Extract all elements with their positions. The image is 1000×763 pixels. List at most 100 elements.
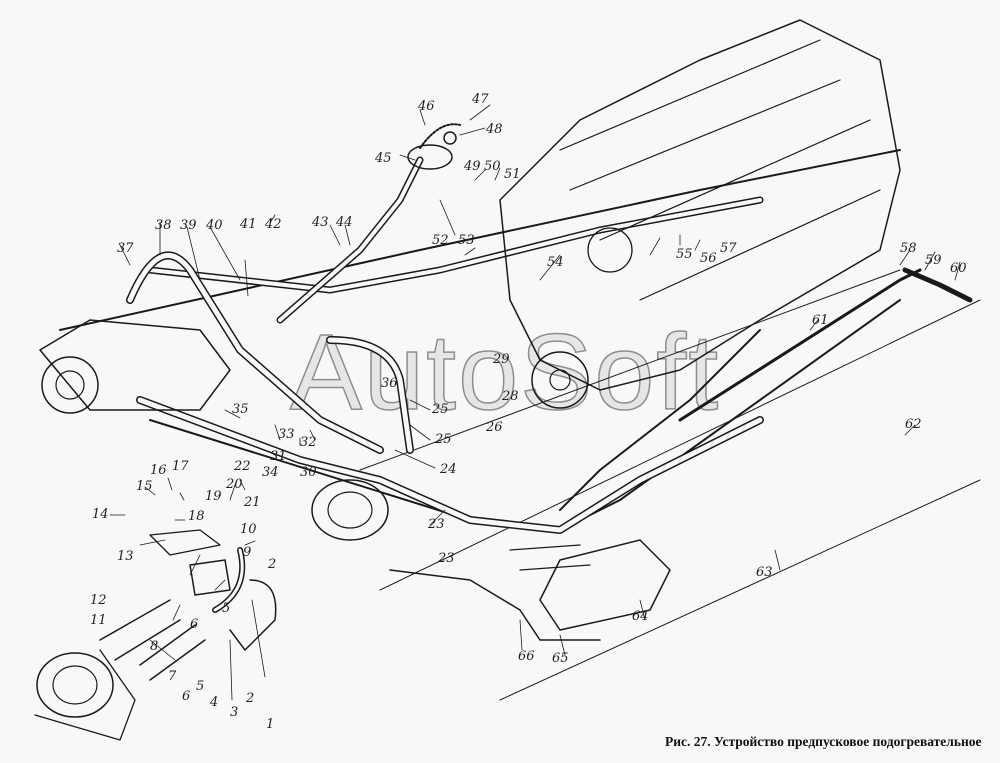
part-label-58: 58: [900, 241, 917, 256]
part-label-30: 30: [300, 465, 317, 480]
heater-burner: [41, 356, 99, 414]
part-label-22: 22: [233, 459, 251, 474]
part-label-60: 60: [950, 261, 967, 276]
part-label-13: 13: [117, 549, 134, 564]
part-label-43: 43: [311, 215, 329, 230]
part-label-42: 42: [264, 217, 282, 232]
water-pump-hub: [549, 369, 571, 391]
part-label-31: 31: [270, 449, 287, 464]
mount-plates-65: [509, 544, 591, 571]
water-pump-pulley: [531, 351, 589, 409]
bracket-13: [149, 529, 221, 556]
frame-rail-lower: [149, 299, 901, 531]
part-label-2: 2: [245, 691, 254, 706]
part-label-11: 11: [90, 613, 107, 628]
hose-7: [139, 624, 206, 681]
part-label-49: 49: [463, 159, 481, 174]
part-label-15: 15: [136, 479, 153, 494]
part-label-9: 9: [243, 545, 251, 560]
pipe-44: [276, 156, 424, 324]
part-label-33: 33: [278, 427, 295, 442]
part-label-32: 32: [300, 435, 317, 450]
part-label-28: 28: [501, 389, 519, 404]
part-label-35: 35: [232, 402, 249, 417]
coolant-pipe-39-inner: [148, 198, 762, 292]
part-label-44: 44: [335, 215, 353, 230]
figure-caption: Рис. 27. Устройство предпусковое подогре…: [665, 734, 982, 749]
fuel-line-67: [389, 569, 601, 641]
part-label-41: 41: [239, 217, 257, 232]
part-label-48: 48: [485, 122, 503, 137]
part-label-63: 63: [756, 565, 773, 580]
part-label-65: 65: [552, 651, 569, 666]
part-label-36: 36: [381, 376, 398, 391]
part-label-4: 4: [209, 695, 218, 710]
leader-lines: [109, 104, 961, 701]
part-label-67: 67: [0, 0, 17, 4]
part-label-14: 14: [92, 507, 109, 522]
part-label-23: 23: [437, 551, 455, 566]
pump-motor-exploded: [36, 652, 114, 718]
drain-tap-59: [902, 267, 973, 303]
part-label-17: 17: [172, 459, 189, 474]
part-label-3: 3: [230, 705, 238, 720]
engine-valve-covers: [559, 39, 881, 301]
part-label-66: 66: [518, 649, 535, 664]
part-label-7: 7: [168, 669, 177, 684]
part-label-29: 29: [492, 352, 510, 367]
part-label-18: 18: [188, 509, 205, 524]
part-label-21: 21: [243, 495, 261, 510]
coolant-pipe-39: [146, 196, 764, 294]
filler-funnel-45: [407, 144, 453, 170]
part-label-23: 23: [427, 517, 445, 532]
tee-12: [189, 559, 231, 596]
part-label-40: 40: [205, 218, 223, 233]
heater-burner-inner: [55, 370, 85, 400]
part-label-38: 38: [155, 218, 172, 233]
part-label-8: 8: [150, 639, 158, 654]
filler-cap-48: [443, 131, 457, 145]
part-label-50: 50: [484, 159, 501, 174]
part-label-6: 6: [182, 689, 190, 704]
coolant-pipe-lower-inner: [137, 397, 763, 533]
part-label-54: 54: [547, 255, 564, 270]
part-label-5: 5: [196, 679, 204, 694]
pump-motor-exploded-inner: [52, 665, 98, 705]
part-label-45: 45: [374, 151, 392, 166]
engine-block: [499, 19, 901, 391]
part-label-10: 10: [240, 522, 257, 537]
fuel-line-63b: [559, 329, 761, 511]
part-label-64: 64: [632, 609, 649, 624]
heater-65: [539, 539, 671, 631]
part-label-25: 25: [434, 432, 452, 447]
heater-boiler: [39, 319, 231, 411]
part-label-52: 52: [432, 233, 449, 248]
part-label-59: 59: [925, 253, 942, 268]
part-label-57: 57: [720, 241, 737, 256]
fuel-line-63: [678, 268, 922, 422]
part-label-20: 20: [225, 477, 243, 492]
part-label-53: 53: [458, 233, 475, 248]
part-label-56: 56: [700, 251, 717, 266]
part-label-26: 26: [485, 420, 503, 435]
part-label-2: 2: [267, 557, 276, 572]
part-label-34: 34: [262, 465, 279, 480]
watermark: AutoSoft: [289, 311, 721, 432]
pump-motor-23: [311, 479, 389, 541]
part-label-25: 25: [431, 402, 449, 417]
part-label-6: 6: [190, 617, 198, 632]
part-label-51: 51: [504, 167, 521, 182]
part-label-37: 37: [117, 241, 134, 256]
fuel-pump-cap: [587, 227, 633, 273]
part-label-62: 62: [905, 417, 922, 432]
hose-11: [99, 599, 181, 661]
part-label-16: 16: [150, 463, 167, 478]
part-label-47: 47: [471, 92, 489, 107]
part-label-46: 46: [417, 99, 435, 114]
part-label-55: 55: [676, 247, 693, 262]
part-label-12: 12: [90, 593, 107, 608]
part-label-24: 24: [439, 462, 457, 477]
